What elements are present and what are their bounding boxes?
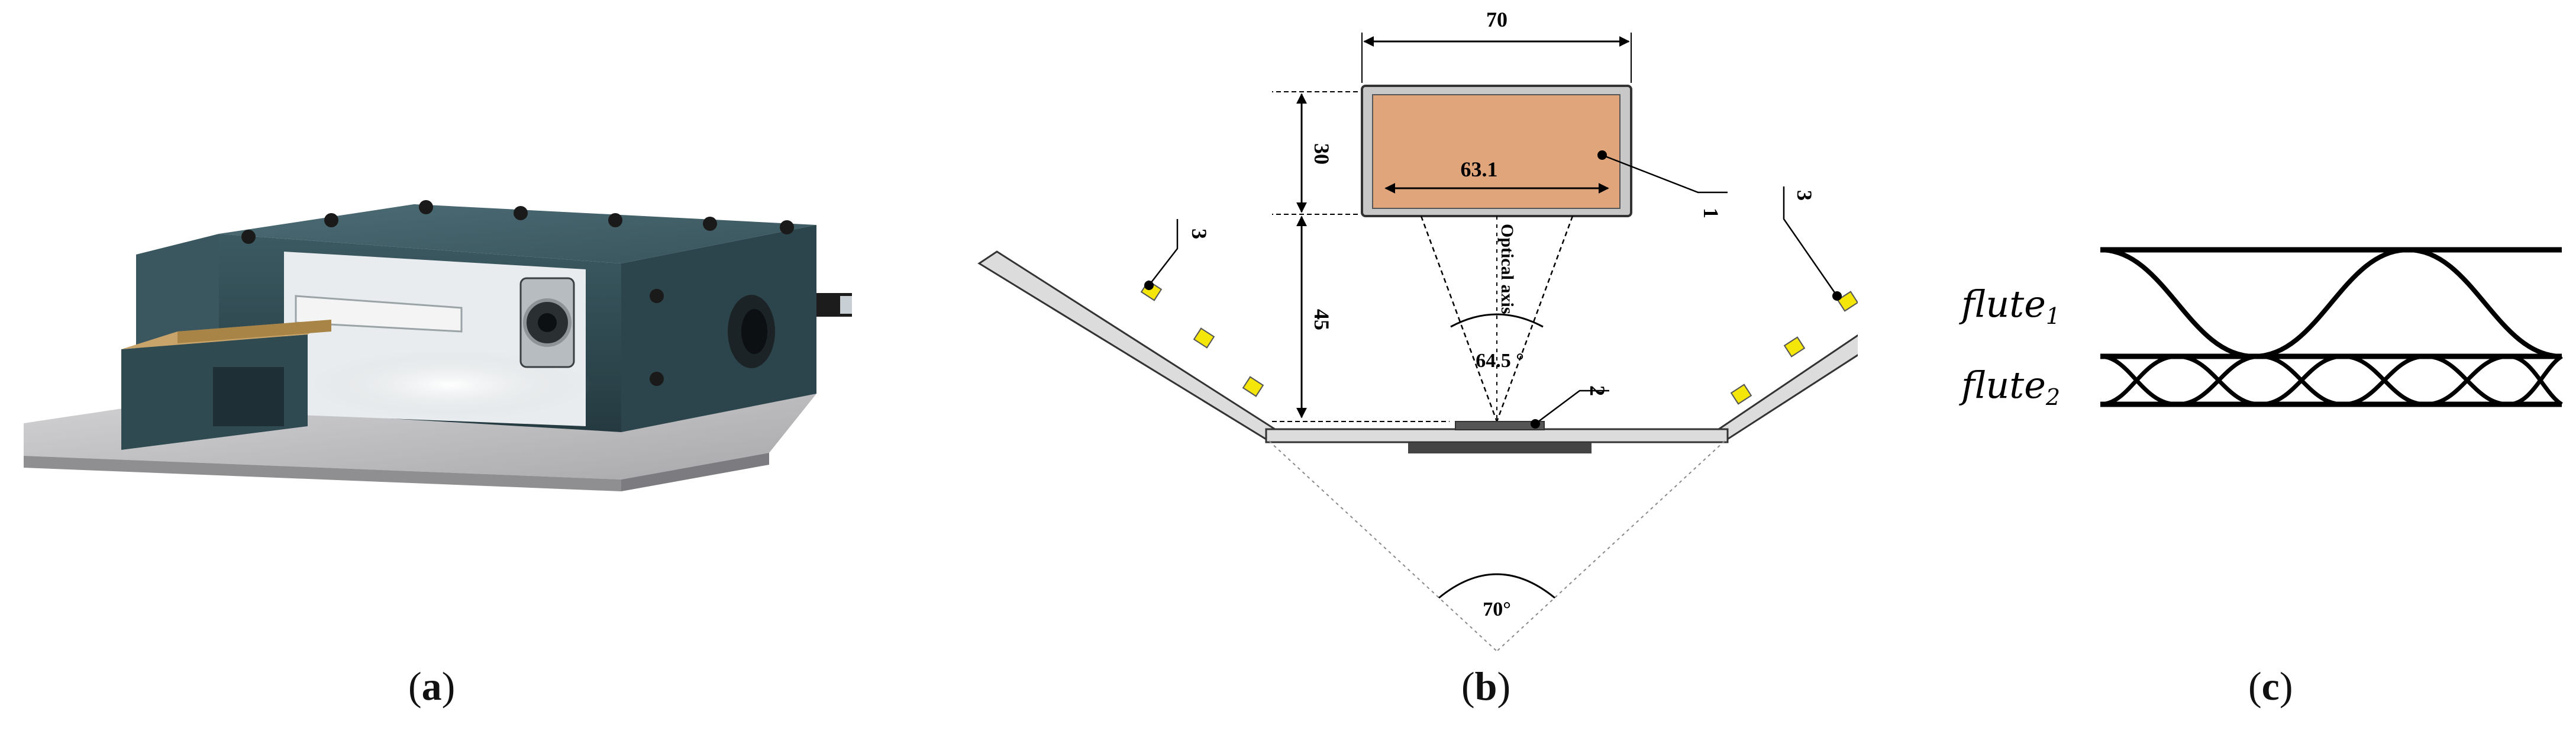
panel-a: (a): [0, 0, 852, 737]
callout-line-1: [1602, 154, 1728, 194]
flute2-wave-a: [2100, 354, 2563, 407]
callout-line-2: [1535, 390, 1609, 425]
sample-strip: [1455, 421, 1545, 430]
flute-diagram: flute1 flute2: [1959, 247, 2563, 410]
optical-axis-label: Optical axis: [1497, 224, 1517, 314]
optical-schematic: 70 30 63.1 45 1 Optical axis 64.5 °: [977, 8, 1858, 652]
led-right-1: [1836, 291, 1858, 312]
led-left-3: [1242, 376, 1264, 397]
caption-b: (b): [1461, 664, 1511, 709]
caption-a: (a): [408, 664, 456, 709]
callout-label-1: 1: [1699, 208, 1723, 218]
callout-line-3-right: [1783, 186, 1838, 297]
dim-label-63: 63.1: [1461, 157, 1498, 181]
flute2-wave-b: [2100, 354, 2563, 407]
callout-label-2: 2: [1586, 385, 1609, 396]
support-bar: [1408, 443, 1592, 453]
camera-sensor: [1372, 94, 1621, 209]
base-tray: [1265, 428, 1729, 443]
callout-label-3-left: 3: [1187, 228, 1211, 239]
device-render: [24, 200, 852, 491]
dim-label-30: 30: [1310, 143, 1334, 165]
box-top: [219, 204, 816, 263]
flute1-label: flute1: [1959, 282, 2060, 329]
camera-angle-arc: [1450, 313, 1544, 328]
flute2-label: flute2: [1959, 363, 2060, 410]
callout-line-3-left: [1148, 219, 1179, 286]
dim-label-70: 70: [1486, 8, 1507, 31]
panel-b: 70 30 63.1 45 1 Optical axis 64.5 °: [852, 0, 1858, 737]
box-side: [621, 225, 816, 432]
sample-rail: [295, 295, 463, 333]
camera-angle-label: 64.5 °: [1476, 350, 1524, 372]
led-left-2: [1193, 327, 1215, 349]
led-right-3: [1730, 384, 1752, 405]
caption-c: (c): [2248, 664, 2293, 709]
light-angle-label: 70°: [1483, 598, 1511, 620]
flute1-wave-a: [2100, 247, 2562, 359]
callout-label-3-right: 3: [1793, 190, 1816, 201]
left-wing: [977, 250, 1276, 443]
panel-c: flute1 flute2 (c): [1858, 0, 2576, 737]
led-right-2: [1783, 336, 1806, 358]
light-angle-arc: [1438, 573, 1555, 599]
dim-label-45: 45: [1310, 309, 1334, 330]
